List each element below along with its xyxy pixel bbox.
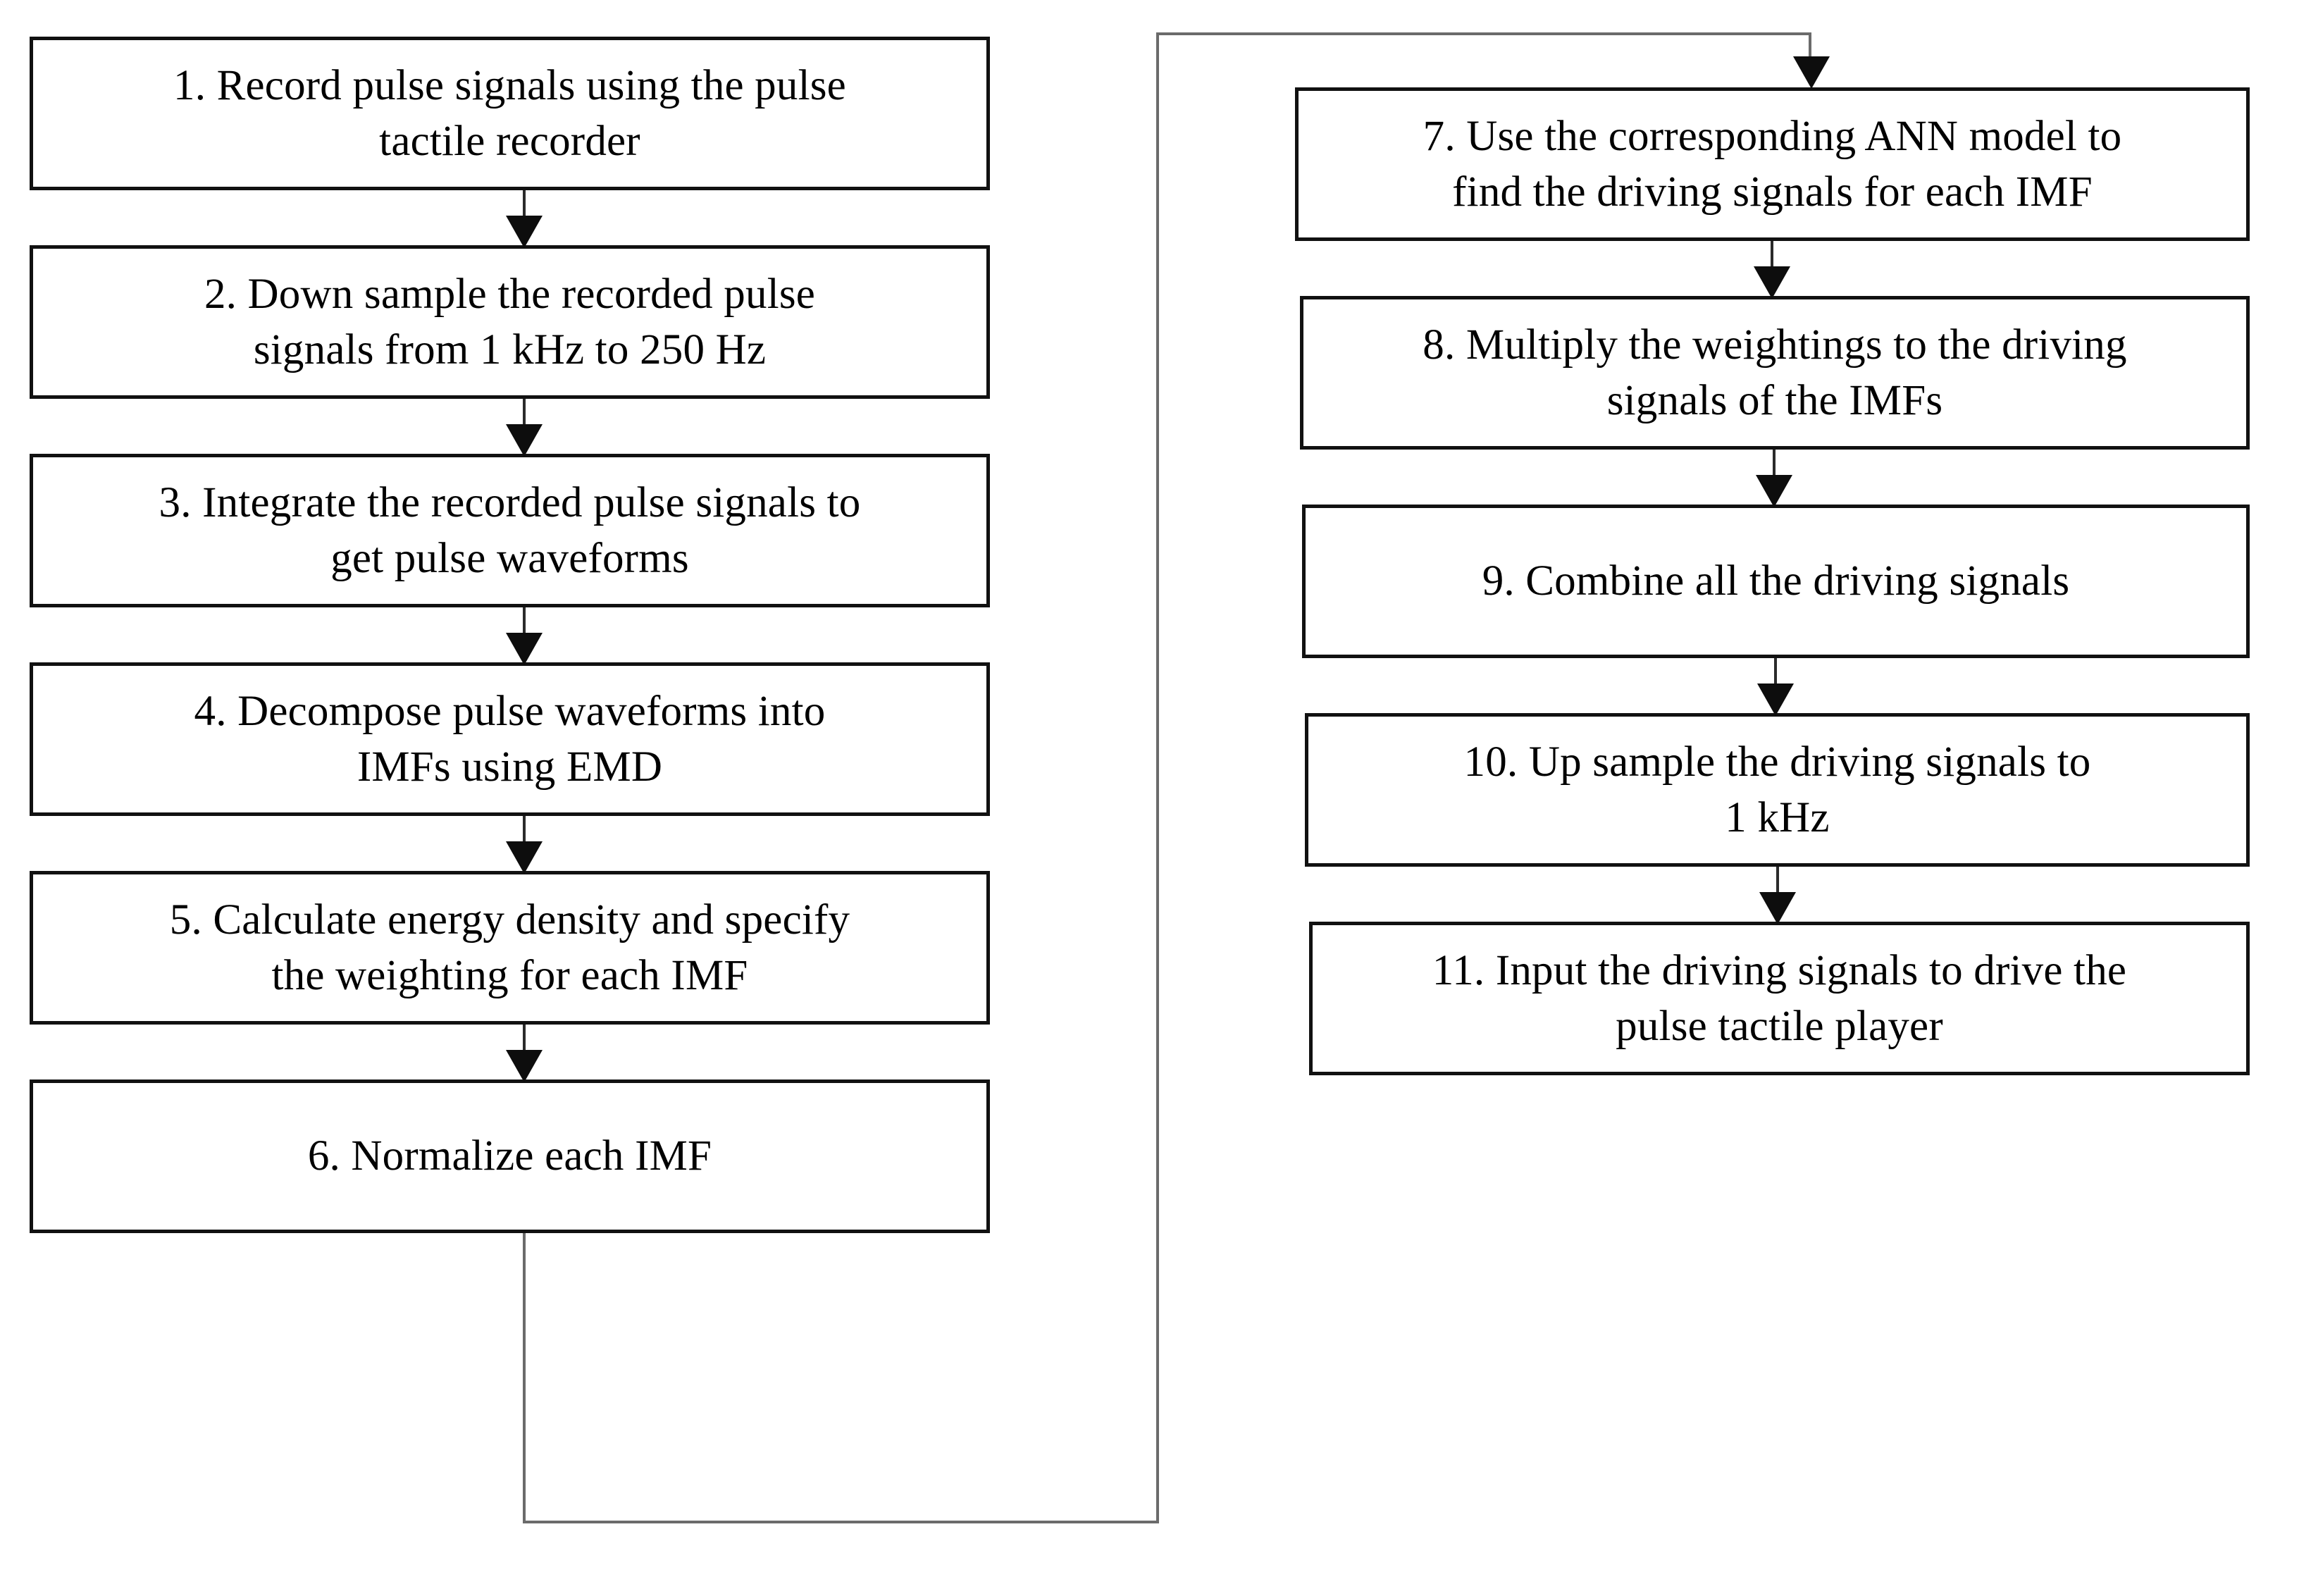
edge-step10-step11-stem [1776, 867, 1779, 905]
flow-node-step9-label: 9. Combine all the driving signals [1482, 557, 2070, 605]
flow-node-step10[interactable]: 10. Up sample the driving signals to 1 k… [1305, 713, 2250, 867]
edge-step4-step5-stem [523, 816, 526, 854]
edge-step6-step7-arrowhead [1793, 56, 1830, 89]
edge-step7-step8-stem [1771, 241, 1773, 279]
edge-step1-step2-stem [523, 190, 526, 228]
flow-node-step11-label: 11. Input the driving signals to drive t… [1432, 946, 2127, 1050]
edge-step5-step6-stem [523, 1025, 526, 1063]
flow-node-step6-label: 6. Normalize each IMF [307, 1132, 712, 1180]
edge-step7-step8-arrowhead [1754, 266, 1790, 299]
edge-step6-step7-bottom-segment [523, 1521, 1159, 1523]
flow-node-step5[interactable]: 5. Calculate energy density and specify … [30, 871, 990, 1025]
flow-node-step6[interactable]: 6. Normalize each IMF [30, 1080, 990, 1233]
edge-step9-step10-stem [1774, 658, 1777, 696]
edge-step8-step9-stem [1773, 450, 1776, 488]
flow-node-step1-label: 1. Record pulse signals using the pulse … [173, 61, 846, 165]
flow-node-step1[interactable]: 1. Record pulse signals using the pulse … [30, 37, 990, 190]
edge-step3-step4-stem [523, 607, 526, 645]
flow-node-step4[interactable]: 4. Decompose pulse waveforms into IMFs u… [30, 662, 990, 816]
edge-step4-step5-arrowhead [506, 841, 543, 874]
edge-step2-step3-arrowhead [506, 424, 543, 457]
edge-step6-step7-drop-segment [1809, 32, 1811, 62]
edge-step5-step6-arrowhead [506, 1050, 543, 1082]
edge-step6-step7-up-segment [1156, 32, 1159, 1523]
flow-node-step2-label: 2. Down sample the recorded pulse signal… [204, 270, 816, 373]
edge-step2-step3-stem [523, 399, 526, 437]
flow-node-step3-label: 3. Integrate the recorded pulse signals … [159, 478, 861, 582]
edge-step1-step2-arrowhead [506, 216, 543, 248]
flow-node-step4-label: 4. Decompose pulse waveforms into IMFs u… [194, 687, 826, 791]
flow-node-step7[interactable]: 7. Use the corresponding ANN model to fi… [1295, 87, 2250, 241]
edge-step8-step9-arrowhead [1756, 475, 1792, 507]
edge-step6-step7-down-segment [523, 1233, 526, 1523]
flow-node-step8[interactable]: 8. Multiply the weightings to the drivin… [1300, 296, 2250, 450]
flow-node-step10-label: 10. Up sample the driving signals to 1 k… [1463, 738, 2091, 841]
flow-node-step5-label: 5. Calculate energy density and specify … [169, 896, 850, 999]
edge-step9-step10-arrowhead [1757, 683, 1794, 716]
edge-step6-step7-top-segment [1156, 32, 1811, 35]
flow-node-step3[interactable]: 3. Integrate the recorded pulse signals … [30, 454, 990, 607]
edge-step10-step11-arrowhead [1759, 892, 1796, 924]
flow-node-step8-label: 8. Multiply the weightings to the drivin… [1423, 321, 2127, 424]
flow-node-step11[interactable]: 11. Input the driving signals to drive t… [1309, 922, 2250, 1075]
edge-step3-step4-arrowhead [506, 633, 543, 665]
flow-node-step2[interactable]: 2. Down sample the recorded pulse signal… [30, 245, 990, 399]
flow-node-step9[interactable]: 9. Combine all the driving signals [1302, 505, 2250, 658]
flow-node-step7-label: 7. Use the corresponding ANN model to fi… [1423, 112, 2122, 216]
